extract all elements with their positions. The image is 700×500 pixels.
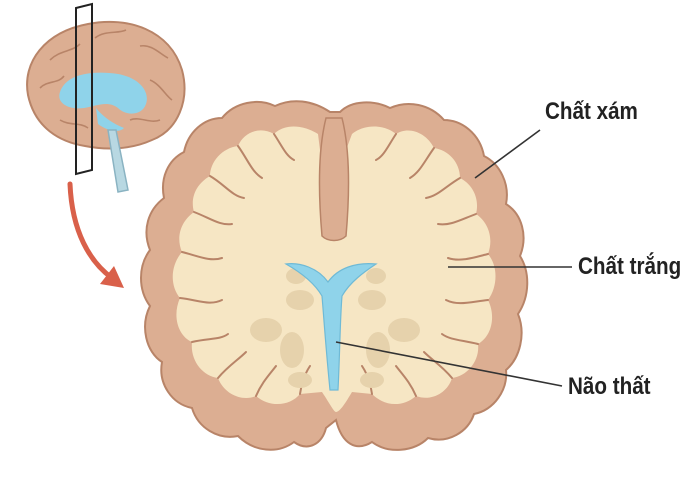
label-grey-matter: Chất xám <box>545 98 638 125</box>
leader-line-ventricle <box>335 341 563 387</box>
medial-fissure <box>318 117 350 242</box>
cutting-plane <box>75 2 93 176</box>
label-ventricle: Não thất <box>568 373 651 400</box>
thumbnail-ventricle <box>59 72 147 114</box>
curved-arrow-icon <box>67 181 124 288</box>
leader-lines <box>335 129 572 387</box>
leader-line-grey-matter <box>474 129 541 179</box>
coronal-section <box>140 100 529 451</box>
brain-sagittal-icon <box>26 2 186 193</box>
ventricle <box>284 263 378 391</box>
label-white-matter: Chất trắng <box>578 253 682 280</box>
thumbnail-gyri <box>39 29 173 129</box>
thumbnail-ventricle-horn <box>96 108 124 131</box>
deep-nuclei <box>250 268 420 388</box>
white-matter <box>172 126 496 412</box>
thumbnail-brainstem <box>107 129 129 193</box>
